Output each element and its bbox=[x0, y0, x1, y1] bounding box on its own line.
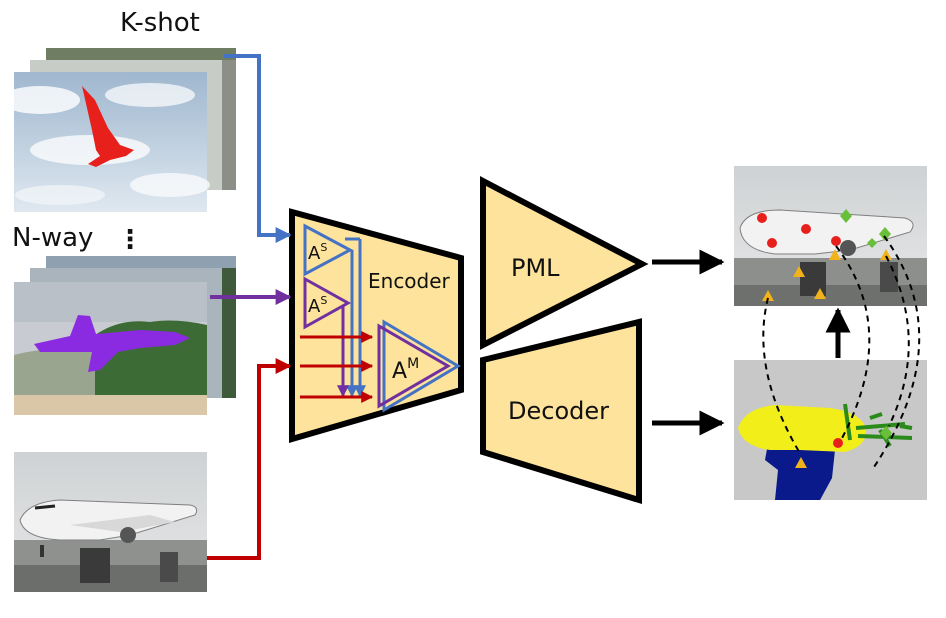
a-s-superscript: S bbox=[320, 241, 327, 254]
jet-support-image bbox=[14, 282, 207, 415]
segmentation-keypoint-diamond bbox=[880, 426, 892, 440]
svg-text:AM: AM bbox=[392, 356, 419, 384]
pml-block: PML bbox=[480, 176, 649, 350]
a-m-label: A bbox=[392, 359, 407, 384]
keypoint-triangle-marker bbox=[829, 249, 841, 260]
a-s-superscript-2: S bbox=[320, 294, 327, 307]
pml-label: PML bbox=[511, 254, 560, 282]
support-attention-blue: AS bbox=[303, 223, 354, 277]
decoder-trapezoid bbox=[480, 318, 642, 505]
airliner-icon bbox=[19, 499, 198, 541]
keypoint-circle-marker bbox=[757, 213, 767, 223]
jet-image-stack bbox=[14, 256, 236, 415]
bird-mask-icon bbox=[82, 86, 134, 167]
a-s-label: A bbox=[308, 243, 321, 264]
keypoint-correspondence-lines bbox=[762, 235, 921, 471]
pml-triangle bbox=[480, 176, 649, 350]
query-input-arrow bbox=[207, 358, 292, 560]
keypoint-diamond-marker bbox=[840, 209, 852, 223]
fighter-jet-mask-icon bbox=[34, 315, 190, 372]
encoder-block: Encoder AS AS AM bbox=[289, 208, 464, 443]
encoder-label: Encoder bbox=[368, 269, 451, 293]
k-shot-label: K-shot bbox=[120, 8, 200, 38]
bird-image-stack bbox=[0, 48, 236, 212]
decoder-block: Decoder bbox=[480, 318, 642, 505]
segmentation-output-image bbox=[734, 360, 927, 500]
segmentation-keypoint-circle bbox=[833, 438, 843, 448]
airliner-query-image bbox=[14, 452, 207, 592]
n-way-label: N-way bbox=[12, 223, 93, 253]
support-attention-purple: AS bbox=[303, 276, 352, 330]
segmentation-keypoint-triangle bbox=[795, 457, 807, 468]
bird-support-image bbox=[0, 72, 210, 212]
svg-text:AS: AS bbox=[308, 294, 327, 317]
svg-text:AS: AS bbox=[308, 241, 327, 264]
keypoint-output-image bbox=[734, 166, 927, 306]
mixed-attention-block: AM bbox=[377, 319, 461, 413]
decoder-label: Decoder bbox=[508, 397, 609, 425]
a-s-label-2: A bbox=[308, 296, 321, 317]
ellipsis-label: ⋮ bbox=[117, 225, 143, 255]
k-shot-input-arrow bbox=[224, 54, 292, 243]
a-m-superscript: M bbox=[407, 356, 419, 372]
